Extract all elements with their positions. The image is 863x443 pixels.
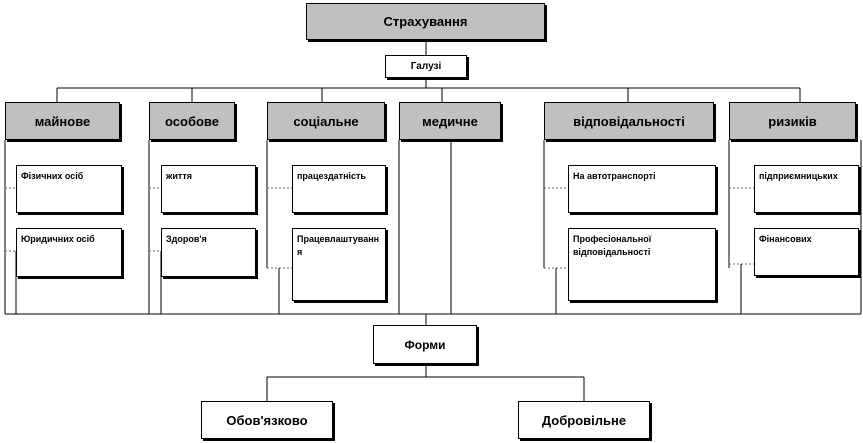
item-na-avtotransporti: На автотранспорті bbox=[568, 165, 716, 213]
branches-label: Галузі bbox=[410, 61, 442, 72]
branch-header-sotsialne: соціальне bbox=[267, 102, 385, 140]
item-label: Здоров'я bbox=[166, 234, 207, 244]
item-zdorovia: Здоров'я bbox=[161, 228, 256, 277]
item-label: Юридичних осіб bbox=[21, 234, 95, 244]
item-label: Фінансових bbox=[759, 234, 812, 244]
branch-header-maynove: майнове bbox=[5, 102, 120, 140]
item-label: На автотранспорті bbox=[573, 171, 656, 181]
item-fizychnykh-osib: Фізичних осіб bbox=[16, 165, 122, 213]
branches-node: Галузі bbox=[385, 55, 467, 78]
item-yurydychnykh-osib: Юридичних осіб bbox=[16, 228, 122, 277]
item-finansovykh: Фінансових bbox=[754, 228, 859, 276]
branch-label: майнове bbox=[34, 113, 91, 129]
branch-label: особове bbox=[165, 113, 219, 129]
branch-header-osobove: особове bbox=[149, 102, 235, 140]
item-label: життя bbox=[166, 171, 192, 181]
item-label: підприємницьких bbox=[759, 171, 838, 181]
item-pratsezdatnist: працездатність bbox=[292, 165, 386, 213]
branch-header-vidpovidalnosti: відповідальності bbox=[544, 102, 714, 140]
forms-label: Форми bbox=[404, 337, 446, 352]
branch-label: соціальне bbox=[293, 113, 359, 129]
item-zhyttia: життя bbox=[161, 165, 256, 213]
root-label: Страхування bbox=[383, 14, 468, 29]
item-label: Фізичних осіб bbox=[21, 171, 84, 181]
form-label: Обов'язково bbox=[226, 412, 308, 428]
item-label: Професіональної відповідальності bbox=[573, 234, 652, 257]
branch-header-ryzykiv: ризиків bbox=[729, 102, 856, 140]
item-label: Працевлаштування bbox=[297, 234, 380, 257]
form-label: Добровільне bbox=[541, 412, 627, 428]
root-node: Страхування bbox=[306, 3, 545, 40]
item-label: працездатність bbox=[297, 171, 366, 181]
branch-label: відповідальності bbox=[573, 113, 685, 129]
item-pratsevlashtuvannia: Працевлаштування bbox=[292, 228, 386, 301]
item-pidpryiemnytskykh: підприємницьких bbox=[754, 165, 859, 213]
form-dobrovilne: Добровільне bbox=[518, 401, 650, 439]
branch-label: ризиків bbox=[768, 113, 817, 129]
form-oboviazkovo: Обов'язково bbox=[201, 401, 333, 439]
branch-header-medychne: медичне bbox=[399, 102, 501, 140]
branch-label: медичне bbox=[422, 113, 478, 129]
forms-node: Форми bbox=[373, 325, 477, 364]
item-profesiinoi-vidpovidalnosti: Професіональної відповідальності bbox=[568, 228, 716, 301]
